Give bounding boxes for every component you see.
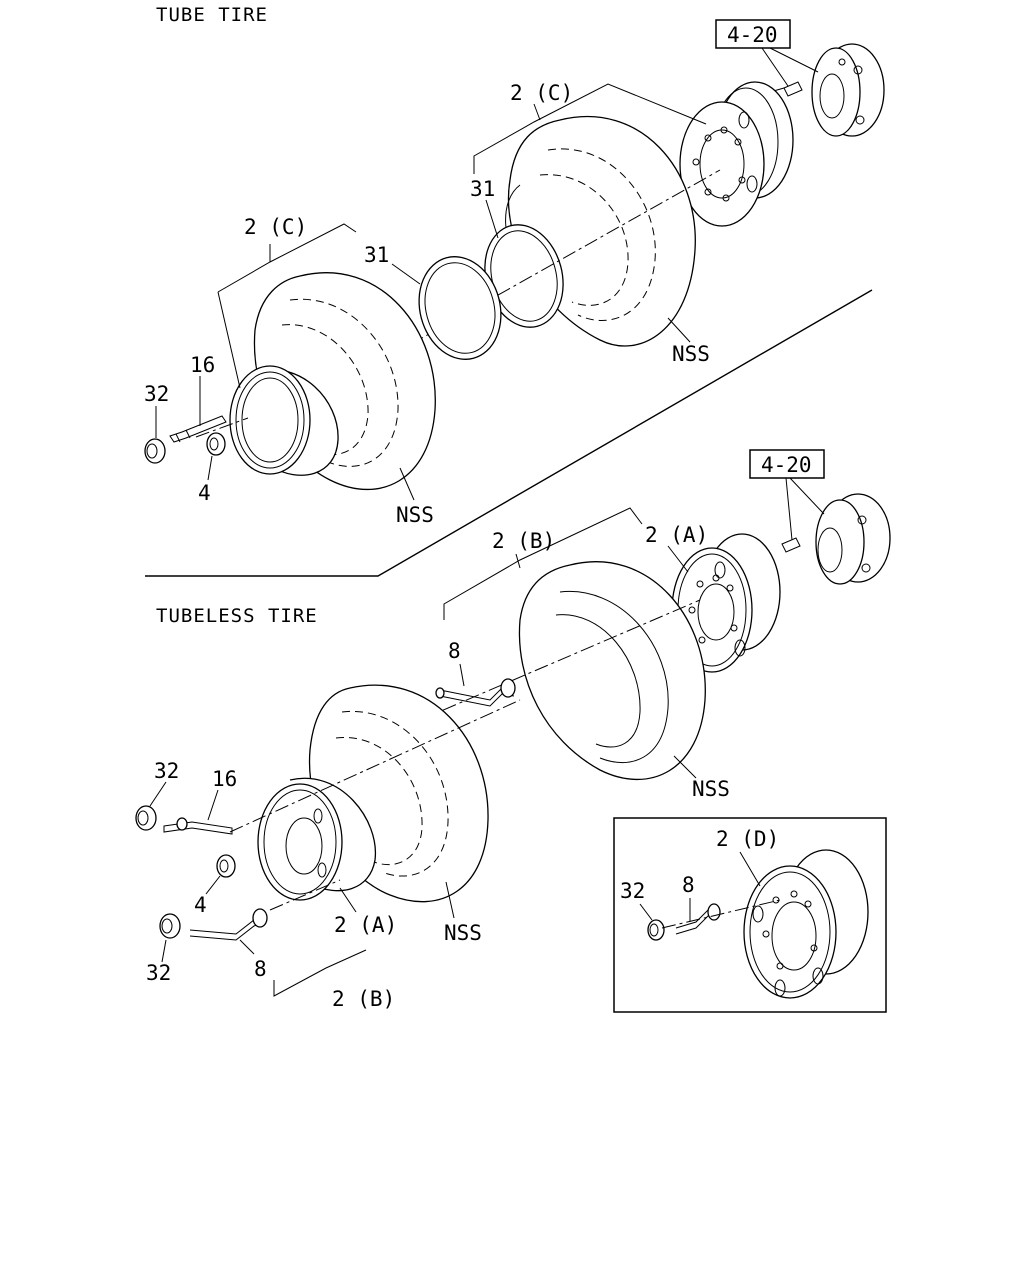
nut-32-inset <box>647 919 665 941</box>
tubeless-tire-title: TUBELESS TIRE <box>156 605 318 627</box>
rim-a-lower <box>257 777 377 901</box>
label-ring-31-upper: 31 <box>470 177 495 201</box>
ref-box-top <box>715 19 791 49</box>
label-nut-32-lower: 32 <box>146 961 171 985</box>
leader <box>485 199 499 239</box>
hub-upper <box>769 43 885 137</box>
label-ext-8-upper: 8 <box>448 639 461 663</box>
valve-16-lower <box>163 817 233 835</box>
label-nut-32-inset: 32 <box>620 879 645 903</box>
label-nss-upper: NSS <box>672 342 710 366</box>
leader <box>217 291 241 389</box>
rim-c-upper <box>679 81 794 227</box>
leader <box>339 887 357 913</box>
leader <box>515 553 521 569</box>
label-nut-32-left: 32 <box>154 759 179 783</box>
axis-tubeless-lower <box>229 699 521 833</box>
label-rim-a-lower: 2 (A) <box>334 913 397 937</box>
bracket-rim-c-upper <box>473 83 707 174</box>
label-ring-31-lower: 31 <box>364 243 389 267</box>
extension-8-lower <box>189 908 268 941</box>
rim-d <box>743 849 869 999</box>
label-rim-b-lower: 2 (B) <box>332 987 395 1011</box>
leader <box>391 263 421 285</box>
label-washer-4-lower: 4 <box>194 893 207 917</box>
nut-32-left <box>135 805 157 831</box>
label-rim-c-lower: 2 (C) <box>244 215 307 239</box>
extension-8-upper <box>435 678 516 707</box>
tube-tire-title: TUBE TIRE <box>156 4 268 26</box>
label-rim-d: 2 (D) <box>716 827 779 851</box>
label-rim-b-upper: 2 (B) <box>492 529 555 553</box>
label-rim-c-upper: 2 (C) <box>510 81 573 105</box>
label-valve-16: 16 <box>190 353 215 377</box>
bracket-rim-b-upper <box>443 507 643 620</box>
leader <box>785 477 793 541</box>
label-ext-8-lower: 8 <box>254 957 267 981</box>
ref-box-bottom <box>749 449 825 479</box>
leader <box>207 789 219 821</box>
leader <box>769 47 819 73</box>
ring-31-lower <box>418 256 502 360</box>
axis-lower <box>195 417 249 438</box>
label-nss-tubeless-lower: NSS <box>444 921 482 945</box>
leader <box>673 755 697 779</box>
leader <box>667 545 689 573</box>
label-ext-8-inset: 8 <box>682 873 695 897</box>
axis-tubeless-lower-2 <box>269 879 341 911</box>
label-valve-16-lower: 16 <box>212 767 237 791</box>
leader <box>207 455 213 481</box>
label-washer-4: 4 <box>198 481 211 505</box>
ref-4-20-top: 4-20 <box>727 23 778 47</box>
rim-c-lower <box>229 365 339 476</box>
valve-16-upper <box>169 415 227 443</box>
section-divider <box>145 289 873 577</box>
leader <box>239 939 255 955</box>
tire-tubeless-upper <box>518 561 706 780</box>
leader <box>205 875 221 895</box>
leader <box>761 47 789 87</box>
bracket-rim-c-lower <box>217 223 357 293</box>
leader <box>667 317 691 343</box>
ref-4-20-bottom: 4-20 <box>761 453 812 477</box>
nut-32-lower <box>159 913 181 939</box>
leader <box>533 103 541 121</box>
leader <box>739 851 761 887</box>
label-rim-a-upper: 2 (A) <box>645 523 708 547</box>
leader <box>639 903 653 921</box>
washer-4-upper <box>206 432 226 456</box>
leader <box>149 781 167 807</box>
leader <box>459 663 465 687</box>
label-nss-lower: NSS <box>396 503 434 527</box>
leader <box>399 467 415 501</box>
leader <box>161 939 167 963</box>
leader <box>789 477 825 515</box>
washer-4-lower <box>216 854 236 878</box>
label-nut-32: 32 <box>144 382 169 406</box>
bracket-rim-b-lower <box>273 949 367 997</box>
axis-inset <box>661 899 781 929</box>
nut-32-upper <box>144 438 166 464</box>
hub-lower <box>781 493 891 585</box>
label-nss-tubeless-upper: NSS <box>692 777 730 801</box>
axis-tubeless-upper <box>419 599 701 721</box>
leader <box>445 881 455 919</box>
